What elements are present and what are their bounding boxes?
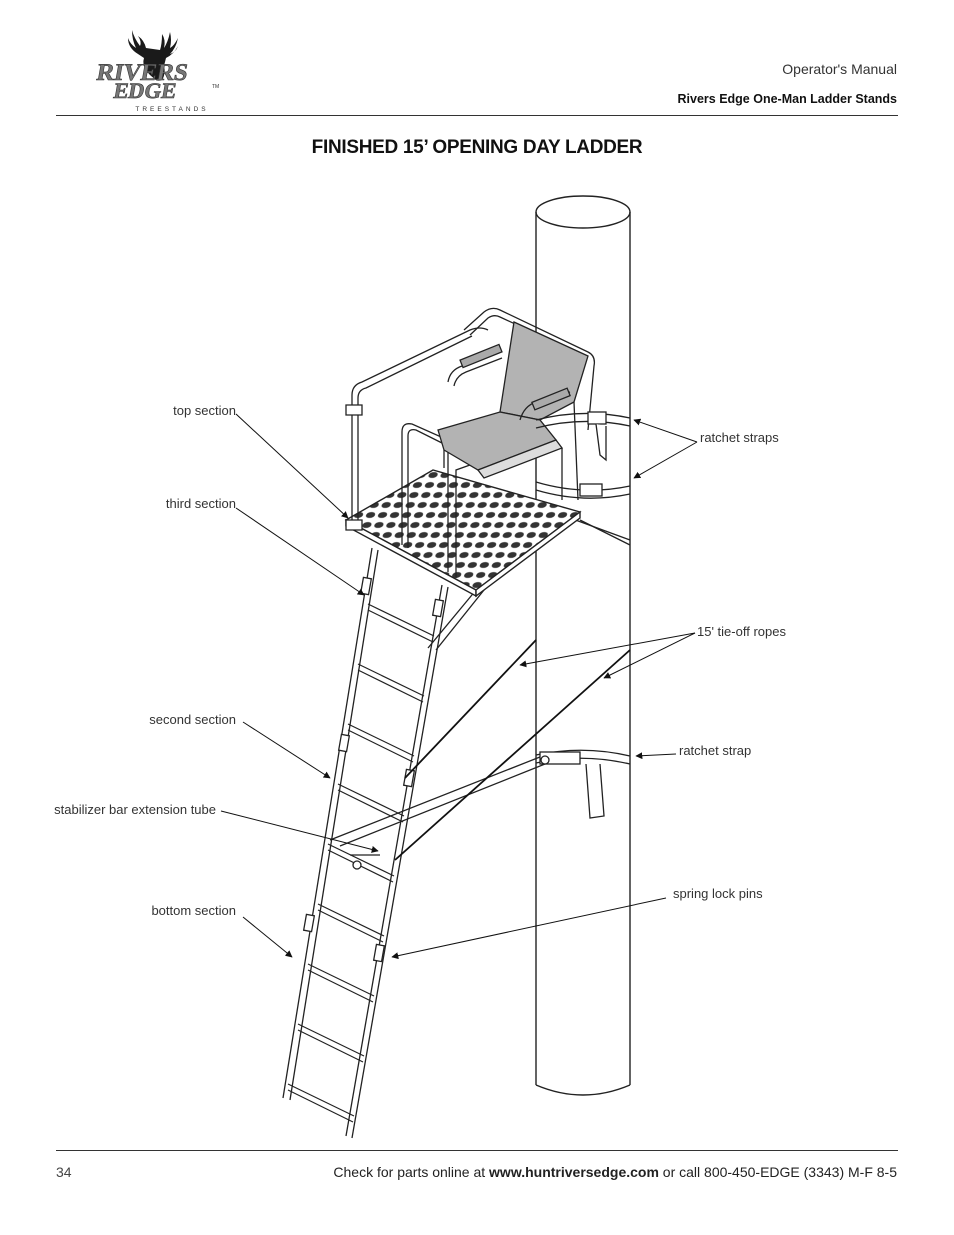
label-top-section: top section (173, 403, 236, 418)
header-product-name: Rivers Edge One-Man Ladder Stands (677, 92, 898, 106)
footer-text-before: Check for parts online at (333, 1164, 490, 1180)
tie-off-ropes (394, 639, 631, 861)
shooting-rail (345, 307, 596, 578)
lower-ratchet-strap (535, 749, 631, 819)
header-divider (56, 115, 898, 116)
label-tie-off-ropes: 15' tie-off ropes (697, 624, 786, 639)
footer-contact: Check for parts online at www.huntrivers… (333, 1164, 897, 1180)
footer-text-after: or call 800-450-EDGE (3343) M-F 8-5 (658, 1164, 897, 1180)
callout-arrows (220, 413, 698, 960)
ladder (282, 547, 449, 1139)
logo-trademark: TM (212, 84, 219, 90)
label-ratchet-straps: ratchet straps (700, 430, 779, 445)
platform (344, 469, 582, 598)
label-third-section: third section (165, 496, 236, 511)
label-bottom-section: bottom section (151, 903, 236, 918)
header-manual-title: Operator's Manual (782, 61, 897, 77)
tree-trunk (535, 195, 631, 1096)
seat (437, 321, 589, 501)
logo-wordmark-edge: EDGE (112, 78, 179, 103)
label-ratchet-strap: ratchet strap (679, 743, 752, 758)
deer-head-icon (128, 30, 178, 81)
footer-url-link[interactable]: www.huntriversedge.com (489, 1164, 659, 1180)
footer-divider (56, 1150, 898, 1151)
upper-ratchet-straps (535, 411, 631, 499)
logo-wordmark-rivers: RIVERS (95, 59, 190, 86)
label-stabilizer-bar-extension-tube: stabilizer bar extension tube (54, 802, 216, 817)
logo-treestands: TREESTANDS (135, 106, 208, 113)
page-number: 34 (56, 1164, 72, 1180)
label-second-section: second section (149, 712, 236, 727)
rivers-edge-logo: RIVERS EDGE TM TREESTANDS (94, 30, 219, 113)
page-title: FINISHED 15’ OPENING DAY LADDER (311, 137, 643, 158)
label-spring-lock-pins: spring lock pins (673, 886, 763, 901)
stabilizer-bar (329, 754, 551, 870)
